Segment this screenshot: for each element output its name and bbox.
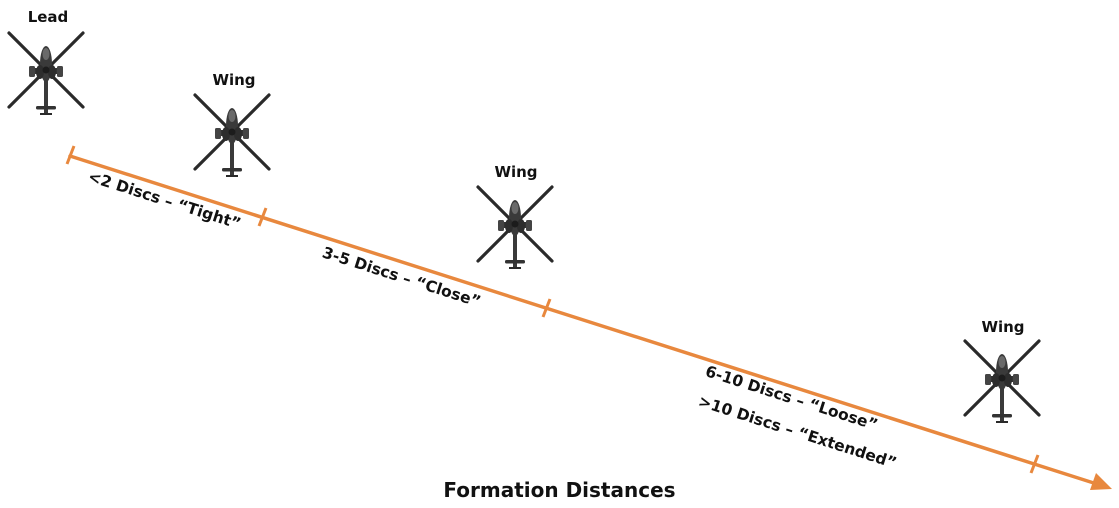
helicopter-icon (7, 31, 85, 116)
arrow-shaft (68, 154, 1102, 487)
aircraft-label: Wing (981, 318, 1024, 336)
helicopter-icon (193, 93, 271, 178)
helicopter-icon (476, 185, 554, 270)
tick-mark (541, 298, 552, 318)
distance-label-tight: <2 Discs – “Tight” (86, 167, 243, 233)
aircraft-wing-3: Wing (963, 318, 1041, 424)
distance-label-close: 3-5 Discs – “Close” (320, 244, 483, 311)
distance-arrow (65, 145, 1112, 490)
arrowhead (1090, 473, 1112, 490)
aircraft-wing-1: Wing (193, 71, 271, 178)
tick-mark (257, 207, 268, 227)
diagram-title: Formation Distances (443, 478, 676, 502)
aircraft-wing-2: Wing (476, 163, 554, 270)
helicopter-icon (963, 339, 1041, 424)
aircraft-label: Wing (494, 163, 537, 181)
aircraft-label: Lead (28, 8, 69, 26)
aircraft-lead: Lead (7, 8, 85, 116)
aircraft-label: Wing (212, 71, 255, 89)
tick-mark (1029, 454, 1040, 474)
tick-mark (65, 145, 76, 165)
